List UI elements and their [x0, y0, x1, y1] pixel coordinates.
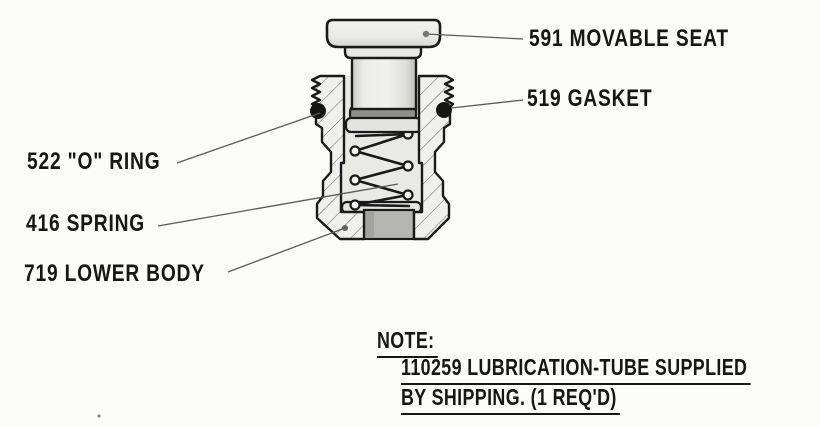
lower-stem-shade [366, 212, 374, 237]
spring-retainer-flange [344, 116, 423, 134]
gasket-seal [436, 102, 452, 118]
movable-seat-stem [350, 55, 418, 111]
leader-519 [450, 99, 524, 109]
leader-591 [425, 33, 524, 40]
callout-519-gasket: 519 GASKET [527, 85, 653, 112]
body-section-left-wall [310, 74, 366, 241]
leader-dot-719 [342, 225, 348, 231]
body-section-right-wall [412, 74, 455, 241]
note-line-2: BY SHIPPING. (1 REQ'D) [401, 385, 620, 415]
leader-lines [157, 33, 524, 273]
leader-dot-591 [422, 30, 430, 38]
movable-seat-neck [343, 45, 423, 60]
spring-coil [353, 132, 411, 208]
note-line-1: 110259 LUBRICATION-TUBE SUPPLIED [401, 355, 751, 385]
o-ring-seal [310, 103, 326, 119]
callout-719-lower-body: 719 LOWER BODY [24, 260, 205, 287]
leader-522 [176, 112, 321, 164]
leader-416 [157, 183, 399, 227]
leader-719 [227, 227, 346, 273]
callout-416-spring: 416 SPRING [26, 210, 145, 237]
scan-artifact-dot [97, 414, 101, 418]
note-heading: NOTE: [377, 328, 438, 358]
lower-stem-tip [362, 208, 416, 241]
callout-591-movable-seat: 591 MOVABLE SEAT [529, 25, 729, 52]
movable-seat-cap [325, 18, 442, 49]
callout-522-o-ring: 522 "O" RING [27, 148, 161, 175]
